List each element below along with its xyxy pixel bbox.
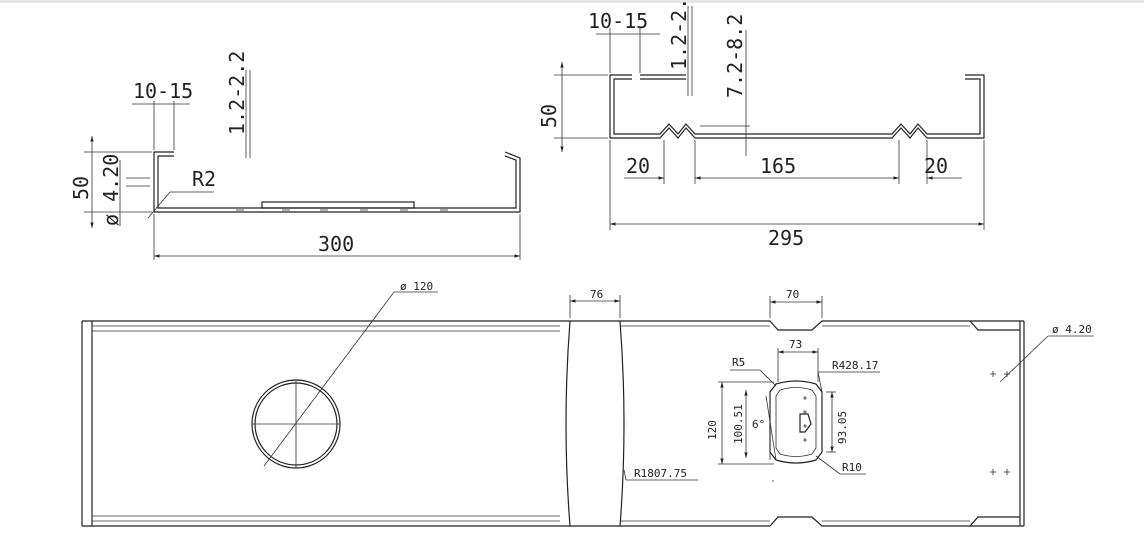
pin-holes bbox=[990, 371, 1010, 475]
left-width-label: 300 bbox=[318, 232, 354, 256]
right-left-edge-label: 20 bbox=[626, 154, 650, 178]
r5-label: R5 bbox=[732, 356, 745, 369]
window-top-border bbox=[0, 0, 1144, 3]
angle-label: 6° bbox=[752, 418, 765, 431]
left-hole-label: ø 4.20 bbox=[99, 154, 123, 226]
band-width-label: 76 bbox=[590, 288, 603, 301]
left-profile-section: 10-15 1.2-2.2 50 ø 4.20 R2 300 bbox=[69, 51, 521, 260]
plan-band-right bbox=[619, 320, 625, 527]
plan-view: 76 70 ø 120 ø 4.20 bbox=[81, 280, 1094, 527]
tab-inner-cutout bbox=[799, 413, 812, 433]
right-profile-outer bbox=[609, 74, 985, 139]
left-profile-plate bbox=[261, 201, 415, 209]
hole-dia-label: ø 120 bbox=[400, 280, 433, 293]
right-thickness-label: 1.2-2.2 bbox=[667, 0, 691, 70]
h120-label: 120 bbox=[706, 420, 719, 440]
r1807-label: R1807.75 bbox=[634, 467, 687, 480]
right-height-label: 50 bbox=[537, 104, 561, 128]
left-thickness-label: 1.2-2.2 bbox=[225, 51, 249, 135]
tab-outline bbox=[769, 380, 823, 464]
right-width-label: 295 bbox=[768, 226, 804, 250]
left-gap-label: 10-15 bbox=[133, 79, 193, 103]
right-rib-height-label: 7.2-8.2 bbox=[723, 14, 747, 98]
right-middle-label: 165 bbox=[760, 154, 796, 178]
pin-hole-label: ø 4.20 bbox=[1052, 323, 1092, 336]
h100-label: 100.51 bbox=[732, 404, 745, 444]
h93-label: 93.05 bbox=[836, 411, 849, 444]
right-profile-section: 10-15 1.2-2.2 7.2-8.2 50 20 165 20 295 bbox=[537, 0, 985, 250]
plan-bottom-edge bbox=[82, 516, 1020, 527]
plan-band-left bbox=[565, 320, 571, 527]
tab-width-label: 73 bbox=[789, 338, 802, 351]
left-profile-outer bbox=[153, 151, 521, 213]
notch-width-label: 70 bbox=[786, 288, 799, 301]
r428-label: R428.17 bbox=[832, 359, 878, 372]
right-right-edge-label: 20 bbox=[924, 154, 948, 178]
plan-top-edge bbox=[82, 320, 1020, 331]
left-height-label: 50 bbox=[69, 176, 93, 200]
r10-label: R10 bbox=[842, 461, 862, 474]
right-profile-inner bbox=[613, 78, 981, 135]
left-radius-label: R2 bbox=[192, 167, 216, 191]
right-gap-label: 10-15 bbox=[588, 9, 648, 33]
